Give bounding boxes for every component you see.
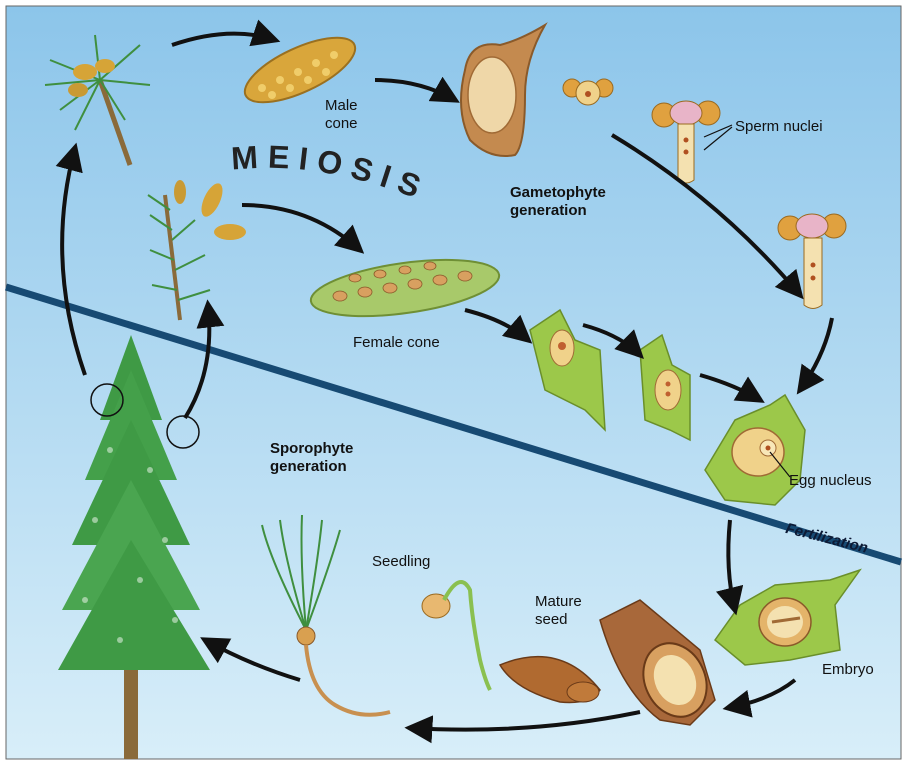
male-cone-label: Male cone	[325, 97, 358, 133]
female-cone-label: Female cone	[353, 334, 440, 352]
embryo-label: Embryo	[822, 661, 874, 679]
svg-text:MEIOSIS: MEIOSIS	[230, 140, 434, 208]
mature-seed-label: Mature seed	[535, 593, 582, 629]
seedling-label: Seedling	[372, 553, 430, 571]
gametophyte-label: Gametophyte generation	[510, 184, 606, 220]
meiosis-label: MEIOSIS	[228, 140, 468, 230]
meiosis-text: MEIOSIS	[230, 140, 434, 208]
sporophyte-label: Sporophyte generation	[270, 440, 353, 476]
egg-nucleus-label: Egg nucleus	[789, 472, 872, 490]
sperm-nuclei-label: Sperm nuclei	[735, 118, 823, 136]
